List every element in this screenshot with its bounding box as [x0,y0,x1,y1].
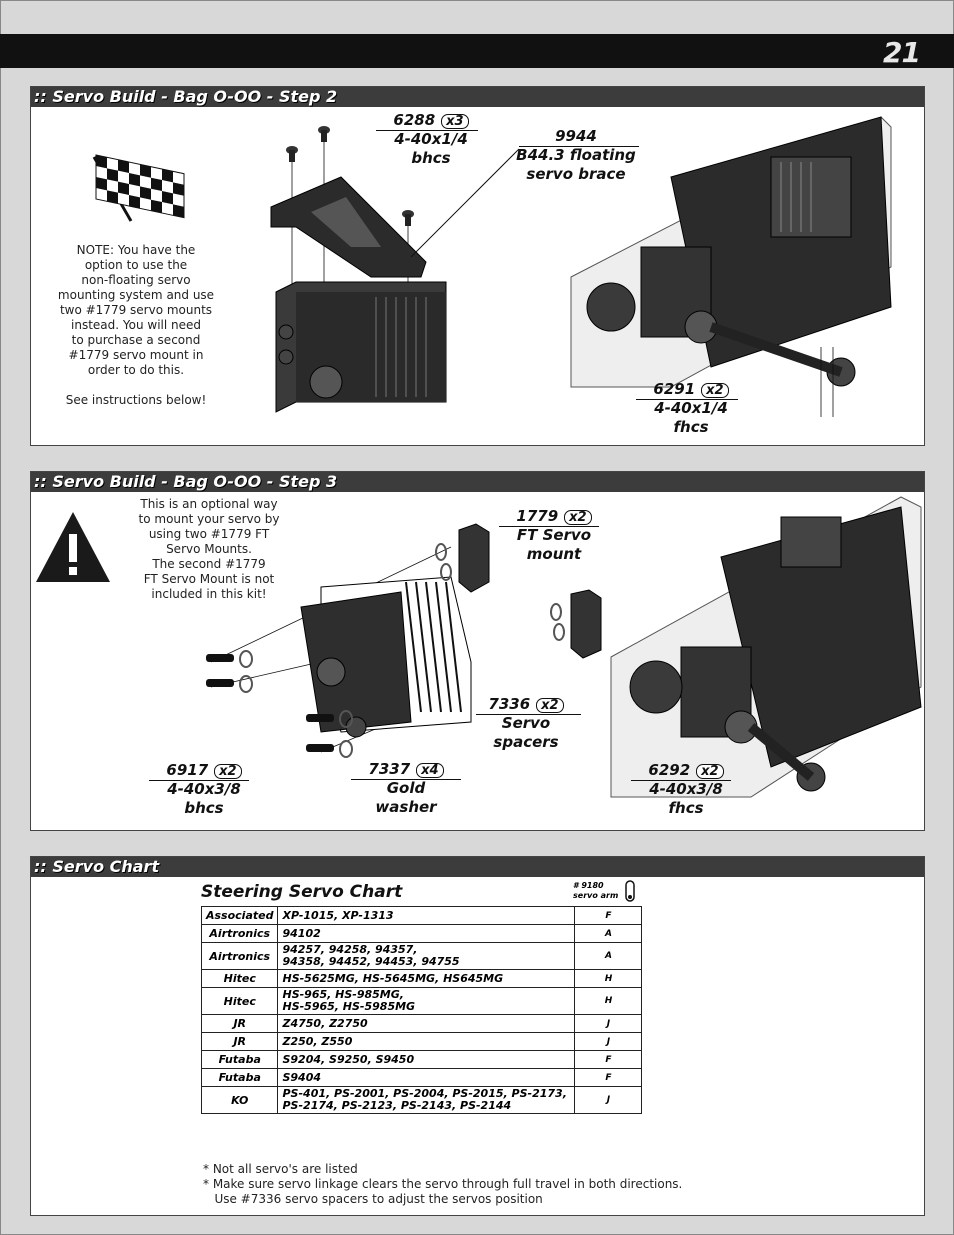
chart-section-title: :: Servo Chart [34,857,160,876]
qty-badge: x2 [536,698,564,713]
checkered-flag-icon [92,154,185,222]
step3-title: :: Servo Build - Bag O-OO - Step 3 [34,472,338,491]
servo-brace-illustration [270,126,447,413]
chart-title: Steering Servo Chart [201,882,403,902]
footnote: Use #7336 servo spacers to adjust the se… [203,1192,543,1206]
servo-arm-icon [625,880,635,902]
warning-icon [36,512,110,582]
page-number: 21 [883,36,921,69]
servo-chart-panel: :: Servo Chart Steering Servo Chart # 91… [30,856,925,1216]
step3-header: :: Servo Build - Bag O-OO - Step 3 [31,472,924,492]
footnote: * Make sure servo linkage clears the ser… [203,1177,683,1191]
chart-header: :: Servo Chart [31,857,924,877]
qty-badge: x2 [214,764,242,779]
step2-header: :: Servo Build - Bag O-OO - Step 2 [31,87,924,107]
qty-badge: x2 [701,383,729,398]
step2-title: :: Servo Build - Bag O-OO - Step 2 [34,87,338,106]
ft-servo-mount-illustration [206,523,602,758]
chassis-ft-mount-illustration [610,496,922,798]
brace-leader-line [410,148,520,258]
qty-badge: x2 [564,510,592,525]
qty-badge: x4 [416,763,444,778]
qty-badge: x2 [696,764,724,779]
step2-panel: :: Servo Build - Bag O-OO - Step 2 NOTE:… [30,86,925,446]
page-header-bar: 21 [0,34,954,69]
qty-badge: x3 [441,114,469,129]
step3-panel: :: Servo Build - Bag O-OO - Step 3 This … [30,471,925,831]
footnote: * Not all servo's are listed [203,1162,358,1176]
chassis-illustration [570,116,892,417]
